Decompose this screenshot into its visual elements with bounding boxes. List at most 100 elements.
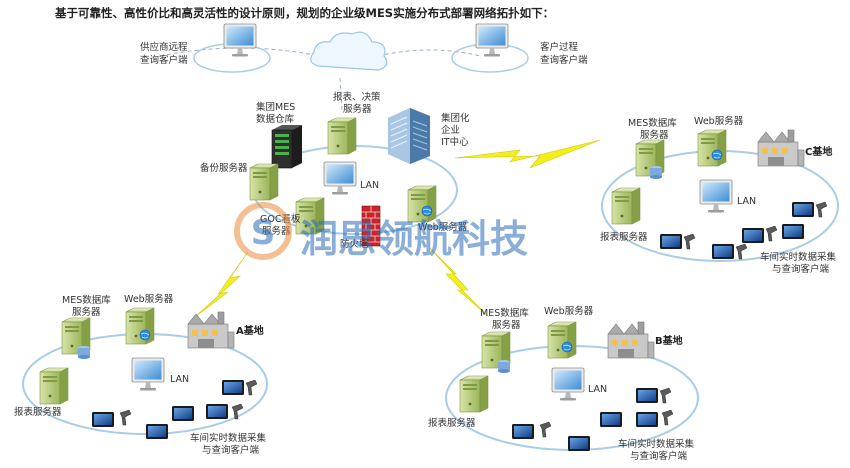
site-b-db-server-label-2: 服务器	[492, 319, 521, 331]
site-c-network: MES数据库 服务器 Web服务器 C基地 LAN 报表服务器 车间实时数据采集…	[600, 115, 839, 275]
site-c-lan-switch-icon	[699, 179, 733, 213]
site-a-terminal-icon	[206, 404, 228, 419]
customer-client-node: 客户过程 查询客户端	[451, 23, 588, 73]
site-a-web-globe-icon	[139, 329, 151, 341]
site-b-db-icon	[498, 360, 510, 373]
site-c-lan-label: LAN	[737, 196, 756, 207]
site-b-scanner-icon	[661, 409, 674, 426]
site-c-db-icon	[650, 166, 662, 179]
wan-link-hq-to-c	[454, 139, 601, 169]
site-a-lan-switch-icon	[131, 357, 165, 391]
site-a-report-server-label: 报表服务器	[14, 406, 62, 418]
site-a-terminal-icon	[222, 380, 244, 395]
customer-client-label-1: 客户过程	[540, 41, 579, 53]
hq-report-server-label-1: 报表、决策	[333, 91, 381, 103]
site-b-lan-switch-icon	[551, 367, 585, 401]
hq-network: 集团MES 数据仓库 报表、决策 服务器 集团化 企业 IT中心 备份服务器 L…	[200, 91, 470, 250]
watermark-logo-letter: S	[251, 213, 276, 253]
site-c-terminal-icon	[742, 228, 764, 243]
site-c-terminal-icon	[782, 224, 804, 239]
site-a-terminal-icon	[92, 412, 114, 427]
hq-mes-warehouse-label-1: 集团MES	[256, 101, 295, 113]
hq-it-center-icon	[387, 107, 431, 165]
hq-mes-warehouse-icon	[271, 124, 303, 169]
site-b-scanner-icon	[659, 387, 672, 404]
site-b-db-server-label-1: MES数据库	[480, 307, 529, 319]
watermark-text: 润思领航科技	[300, 217, 528, 261]
hq-web-server-label: Web服务器	[418, 221, 468, 233]
diagram-title: 基于可靠性、高性价比和高灵活性的设计原则，规划的企业级MES实施分布式部署网络拓…	[54, 6, 554, 20]
site-b-scanner-icon	[539, 421, 552, 438]
site-c-web-globe-icon	[711, 149, 723, 161]
hq-goc-server-label-1: GOC看板	[260, 213, 301, 225]
site-b-clients-label-2: 与查询客户端	[630, 450, 688, 462]
site-b-web-server-icon	[547, 321, 577, 359]
site-b-terminal-icon	[512, 424, 534, 439]
site-b-name: B基地	[655, 334, 683, 347]
site-b-lan-label: LAN	[588, 384, 607, 395]
hq-lan-switch-icon	[323, 161, 357, 195]
site-b-terminal-icon	[636, 388, 658, 403]
site-c-web-server-label: Web服务器	[694, 115, 744, 127]
supplier-client-monitor-icon	[223, 23, 257, 57]
site-a-terminal-icon	[146, 424, 168, 439]
supplier-client-node: 供应商远程 查询客户端	[140, 23, 271, 73]
wan-link-hq-to-a	[195, 251, 249, 317]
customer-client-monitor-icon	[475, 23, 509, 57]
site-c-factory-icon	[757, 129, 805, 167]
site-a-factory-icon	[187, 311, 235, 349]
site-c-db-server-label-2: 服务器	[640, 129, 669, 141]
watermark: S 润思领航科技	[234, 202, 528, 261]
customer-client-label-2: 查询客户端	[540, 54, 588, 66]
site-c-scanner-icon	[683, 233, 696, 250]
site-c-scanner-icon	[735, 243, 748, 260]
hq-report-server-label-2: 服务器	[343, 103, 372, 115]
site-c-scanner-icon	[815, 201, 828, 218]
site-a-db-server-label-2: 服务器	[72, 306, 101, 318]
site-c-name: C基地	[805, 145, 832, 158]
site-a-scanner-icon	[119, 409, 132, 426]
site-c-clients-label-2: 与查询客户端	[772, 263, 830, 275]
site-a-clients-label-1: 车间实时数据采集	[190, 432, 267, 444]
site-b-report-server-label: 报表服务器	[428, 417, 476, 429]
site-a-terminal-icon	[172, 406, 194, 421]
site-c-report-server-label: 报表服务器	[600, 231, 648, 243]
site-a-web-server-icon	[125, 307, 155, 345]
site-b-terminal-icon	[636, 412, 658, 427]
site-b-web-globe-icon	[561, 341, 573, 353]
internet-cloud-icon	[310, 31, 388, 71]
site-a-db-icon	[78, 346, 90, 359]
site-a-name: A基地	[236, 324, 264, 337]
site-a-web-server-label: Web服务器	[124, 293, 174, 305]
hq-backup-server-label: 备份服务器	[200, 162, 248, 174]
supplier-client-label-1: 供应商远程	[140, 41, 188, 53]
hq-it-center-label-3: IT中心	[441, 136, 469, 148]
site-c-web-server-icon	[697, 129, 727, 167]
site-a-db-server-label-1: MES数据库	[62, 294, 111, 306]
site-a-scanner-icon	[231, 403, 244, 420]
hq-report-server-icon	[327, 117, 357, 155]
hq-web-globe-icon	[421, 205, 433, 217]
hq-backup-server-icon	[249, 163, 279, 201]
site-c-terminal-icon	[660, 234, 682, 249]
site-c-terminal-icon	[712, 244, 734, 259]
hq-mes-warehouse-label-2: 数据仓库	[256, 113, 295, 125]
site-b-factory-icon	[607, 321, 655, 359]
site-b-clients-label-1: 车间实时数据采集	[618, 438, 695, 450]
site-b-terminal-icon	[600, 412, 622, 427]
site-a-network: MES数据库 服务器 Web服务器 A基地 LAN 报表服务器 车间实时数据采集…	[14, 293, 268, 456]
site-a-lan-label: LAN	[170, 374, 189, 385]
site-b-network: MES数据库 服务器 Web服务器 B基地 LAN 报表服务器 车间实时数据采集…	[428, 305, 699, 462]
site-a-scanner-icon	[245, 379, 258, 396]
site-b-web-server-label: Web服务器	[544, 305, 594, 317]
wan-link-hq-to-b	[429, 247, 489, 317]
site-b-terminal-icon	[568, 436, 590, 451]
hq-goc-server-label-2: 服务器	[262, 225, 291, 237]
site-c-report-server-icon	[611, 187, 641, 225]
supplier-client-label-2: 查询客户端	[140, 54, 188, 66]
site-c-scanner-icon	[765, 225, 778, 242]
site-c-clients-label-1: 车间实时数据采集	[760, 251, 837, 263]
site-c-terminal-icon	[792, 202, 814, 217]
hq-it-center-label-1: 集团化	[441, 112, 470, 124]
